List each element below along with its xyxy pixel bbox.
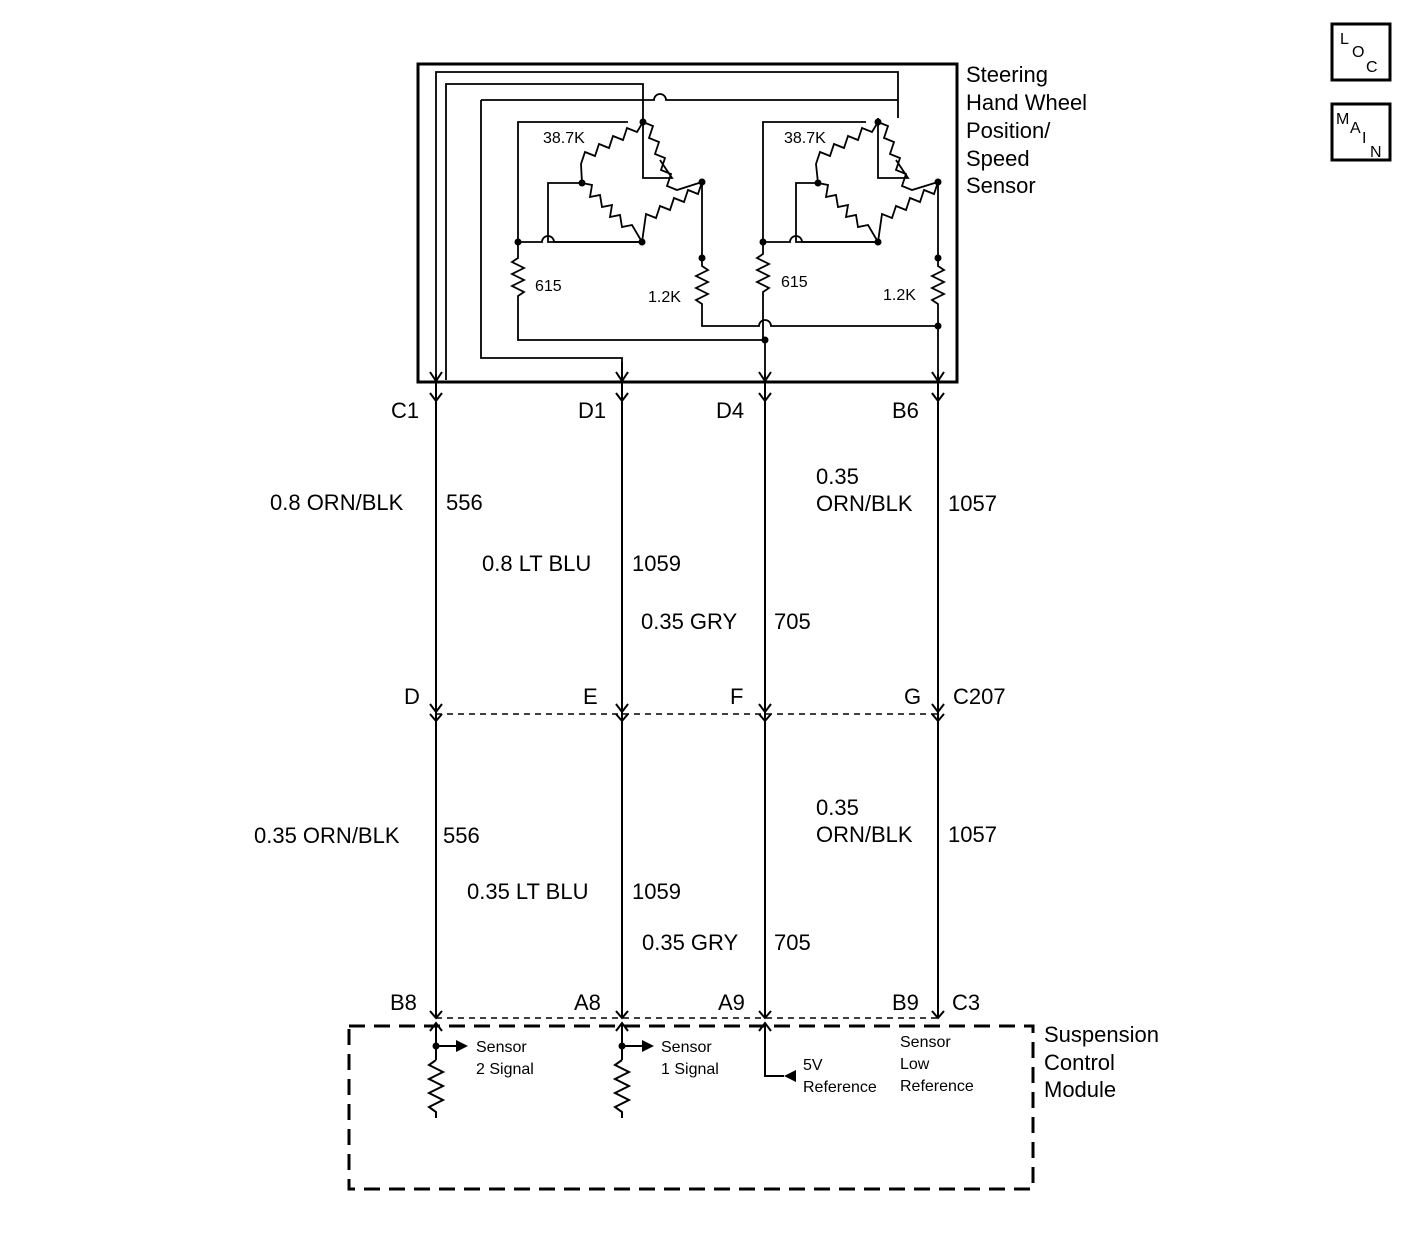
- wire4-lower-circuit: 1057: [948, 822, 997, 847]
- suspension-control-module: Suspension Control Module Sensor 2 Signa…: [347, 1022, 1165, 1191]
- sensor2-signal-circuit: Sensor 2 Signal: [426, 1023, 534, 1118]
- c207-pin-g: G: [904, 684, 921, 709]
- lower-wire-labels: 0.35 ORN/BLK 556 0.35 LT BLU 1059 0.35 G…: [254, 795, 997, 955]
- wire1-upper-spec: 0.8 ORN/BLK: [270, 490, 404, 515]
- module-pins: B8 A8 A9 B9 C3: [390, 990, 980, 1015]
- steering-sensor: Steering Hand Wheel Position/ Speed Sens…: [416, 62, 1093, 384]
- main-letter-a: A: [1350, 120, 1361, 137]
- main-letter-i: I: [1362, 130, 1366, 147]
- wires: [429, 362, 945, 1032]
- pin-b9: B9: [892, 990, 919, 1015]
- main-letter-m: M: [1336, 111, 1349, 128]
- pin-a9: A9: [718, 990, 745, 1015]
- right-bridge: 38.7K 615 1.2K: [754, 118, 947, 380]
- sensor-housing: [416, 62, 959, 384]
- wire4-lower-spec-2: ORN/BLK: [816, 822, 913, 847]
- c207-name: C207: [953, 684, 1006, 709]
- left-1k2-label: 1.2K: [648, 289, 681, 306]
- wire3-upper-spec: 0.35 GRY: [641, 609, 738, 634]
- sensor1-signal-label: Sensor 1 Signal: [661, 1039, 719, 1078]
- loc-letter-o: O: [1352, 44, 1364, 61]
- left-615-label: 615: [535, 278, 562, 295]
- wire4-lower-spec-1: 0.35: [816, 795, 859, 820]
- module-housing: [347, 1024, 1035, 1191]
- sensor-title: Steering Hand Wheel Position/ Speed Sens…: [966, 62, 1093, 198]
- right-1k2-label: 1.2K: [883, 287, 916, 304]
- main-button[interactable]: M A I N: [1330, 102, 1392, 162]
- wire2-lower-circuit: 1059: [632, 879, 681, 904]
- pin-d4: D4: [716, 398, 744, 423]
- pin-c1: C1: [391, 398, 419, 423]
- wire4-upper-circuit: 1057: [948, 491, 997, 516]
- loc-button[interactable]: L O C: [1330, 22, 1392, 82]
- sensor-low-reference-label: Sensor Low Reference: [900, 1034, 974, 1095]
- c207-pin-d: D: [404, 684, 420, 709]
- sensor1-signal-circuit: Sensor 1 Signal: [612, 1023, 719, 1118]
- left-bridge: 38.7K 615 1.2K: [509, 118, 938, 341]
- wire4-upper-spec-1: 0.35: [816, 464, 859, 489]
- module-connector: [429, 1010, 945, 1032]
- upper-wire-labels: 0.8 ORN/BLK 556 0.8 LT BLU 1059 0.35 GRY…: [270, 464, 997, 634]
- wire1-lower-spec: 0.35 ORN/BLK: [254, 823, 400, 848]
- pin-d1: D1: [578, 398, 606, 423]
- right-pot-value: 38.7K: [784, 130, 826, 147]
- wire4-upper-spec-2: ORN/BLK: [816, 491, 913, 516]
- pin-c3: C3: [952, 990, 980, 1015]
- sensor-connector-arrows: [429, 371, 945, 403]
- c207-pin-f: F: [730, 684, 743, 709]
- module-title: Suspension Control Module: [1044, 1022, 1165, 1102]
- wire1-lower-circuit: 556: [443, 823, 480, 848]
- sensor-low-reference: Sensor Low Reference: [900, 1034, 974, 1095]
- pin-a8: A8: [574, 990, 601, 1015]
- pin-b6: B6: [892, 398, 919, 423]
- pin-b8: B8: [390, 990, 417, 1015]
- main-letter-n: N: [1370, 144, 1382, 161]
- loc-letter-c: C: [1366, 59, 1378, 76]
- c207-connector: [429, 703, 945, 723]
- sensor-pins: C1 D1 D4 B6: [391, 398, 919, 423]
- loc-letter-l: L: [1340, 31, 1349, 48]
- right-615-label: 615: [781, 274, 808, 291]
- wire3-lower-spec: 0.35 GRY: [642, 930, 739, 955]
- wire1-upper-circuit: 556: [446, 490, 483, 515]
- c207-labels: D E F G C207: [404, 684, 1006, 709]
- wire3-lower-circuit: 705: [774, 930, 811, 955]
- 5v-reference-circuit: 5V Reference: [764, 1023, 877, 1096]
- sensor2-signal-label: Sensor 2 Signal: [476, 1039, 534, 1078]
- wire3-upper-circuit: 705: [774, 609, 811, 634]
- wire2-lower-spec: 0.35 LT BLU: [467, 879, 588, 904]
- c207-pin-e: E: [583, 684, 598, 709]
- 5v-reference-label: 5V Reference: [803, 1057, 877, 1096]
- wire2-upper-circuit: 1059: [632, 551, 681, 576]
- wire2-upper-spec: 0.8 LT BLU: [482, 551, 591, 576]
- left-pot-value: 38.7K: [543, 130, 585, 147]
